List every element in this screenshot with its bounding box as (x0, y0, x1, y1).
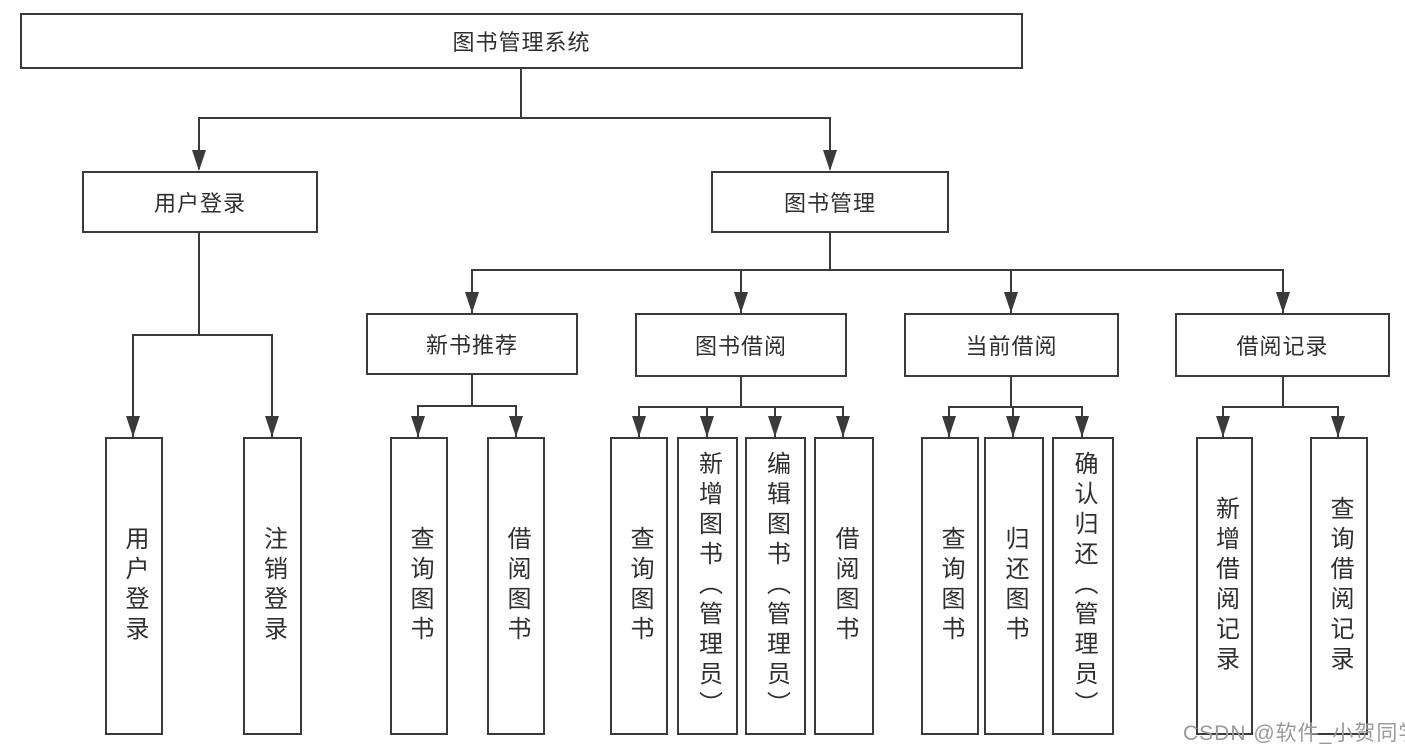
connector-line (1282, 269, 1284, 313)
leaf-add-books-admin: 新增图书（管理员） (677, 437, 738, 735)
connector-line (1282, 377, 1284, 408)
connector-line (1010, 377, 1012, 408)
leaf-query-books-borrow: 查询图书 (610, 437, 668, 735)
connector-line (471, 269, 473, 313)
node-book-management: 图书管理 (711, 171, 949, 233)
node-label: 当前借阅 (965, 334, 1058, 359)
leaf-label: 新增图书（管理员） (694, 451, 722, 721)
node-label: 借阅记录 (1236, 334, 1329, 359)
connector-line (1010, 269, 1012, 313)
arrowhead-down-icon (768, 416, 782, 437)
leaf-query-borrow-record: 查询借阅记录 (1310, 437, 1368, 735)
connector-line (417, 405, 517, 407)
node-label: 新书推荐 (425, 333, 518, 358)
node-root-system: 图书管理系统 (20, 13, 1023, 69)
connector-line (829, 117, 831, 169)
leaf-label: 查询图书 (937, 526, 964, 646)
leaf-logout: 注销登录 (243, 437, 302, 735)
leaf-edit-books-admin: 编辑图书（管理员） (745, 437, 806, 735)
arrowhead-down-icon (734, 292, 748, 313)
arrowhead-down-icon (823, 150, 837, 171)
connector-line (471, 375, 473, 407)
arrowhead-down-icon (1075, 416, 1089, 437)
arrowhead-down-icon (265, 416, 279, 437)
leaf-confirm-return-admin: 确认归还（管理员） (1052, 437, 1114, 735)
connector-line (740, 377, 742, 408)
connector-line (829, 233, 831, 271)
node-book-borrow: 图书借阅 (635, 313, 847, 377)
connector-line (638, 406, 844, 408)
leaf-borrow-books-recommend: 借阅图书 (487, 437, 545, 735)
watermark: CSDN @软件_小贺同学 (1183, 722, 1405, 745)
node-label: 图书借阅 (694, 334, 787, 359)
leaf-query-books-current: 查询图书 (921, 437, 979, 735)
node-label: 图书管理系统 (452, 30, 591, 55)
leaf-add-borrow-record: 新增借阅记录 (1196, 437, 1253, 735)
connector-line (471, 269, 1284, 271)
connector-line (948, 406, 1083, 408)
arrowhead-down-icon (1276, 292, 1290, 313)
arrowhead-down-icon (1331, 416, 1345, 437)
arrowhead-down-icon (126, 416, 140, 437)
arrowhead-down-icon (1216, 416, 1230, 437)
node-label: 用户登录 (153, 191, 246, 216)
arrowhead-down-icon (192, 150, 206, 171)
arrowhead-down-icon (836, 416, 850, 437)
arrowhead-down-icon (509, 416, 523, 437)
node-label: 图书管理 (783, 191, 876, 216)
leaf-borrow-books: 借阅图书 (814, 437, 874, 735)
connector-line (132, 334, 273, 336)
leaf-label: 注销登录 (259, 526, 287, 646)
connector-line (1222, 406, 1339, 408)
arrowhead-down-icon (632, 416, 646, 437)
leaf-user-login: 用户登录 (105, 437, 163, 735)
leaf-label: 借阅图书 (503, 526, 530, 646)
node-borrow-records: 借阅记录 (1175, 313, 1390, 377)
connector-line (740, 269, 742, 313)
leaf-label: 查询借阅记录 (1326, 496, 1353, 676)
arrowhead-down-icon (700, 416, 714, 437)
connector-line (520, 67, 522, 119)
arrowhead-down-icon (942, 416, 956, 437)
leaf-label: 查询图书 (626, 526, 653, 646)
node-new-book-recommend: 新书推荐 (366, 313, 578, 375)
arrowhead-down-icon (465, 292, 479, 313)
connector-line (198, 233, 200, 336)
leaf-query-books-recommend: 查询图书 (390, 437, 448, 735)
leaf-label: 编辑图书（管理员） (762, 451, 790, 721)
leaf-label: 新增借阅记录 (1211, 496, 1239, 676)
leaf-label: 查询图书 (406, 526, 433, 646)
leaf-return-books: 归还图书 (984, 437, 1044, 735)
leaf-label: 确认归还（管理员） (1070, 451, 1097, 721)
leaf-label: 用户登录 (121, 526, 148, 646)
connector-line (198, 117, 831, 119)
arrowhead-down-icon (1004, 292, 1018, 313)
arrowhead-down-icon (1006, 416, 1020, 437)
connector-line (271, 334, 273, 437)
leaf-label: 归还图书 (1001, 526, 1028, 646)
node-current-borrow: 当前借阅 (904, 313, 1119, 377)
connector-line (132, 334, 134, 437)
arrowhead-down-icon (411, 416, 425, 437)
node-user-login: 用户登录 (82, 171, 318, 233)
connector-line (198, 117, 200, 169)
leaf-label: 借阅图书 (831, 526, 858, 646)
